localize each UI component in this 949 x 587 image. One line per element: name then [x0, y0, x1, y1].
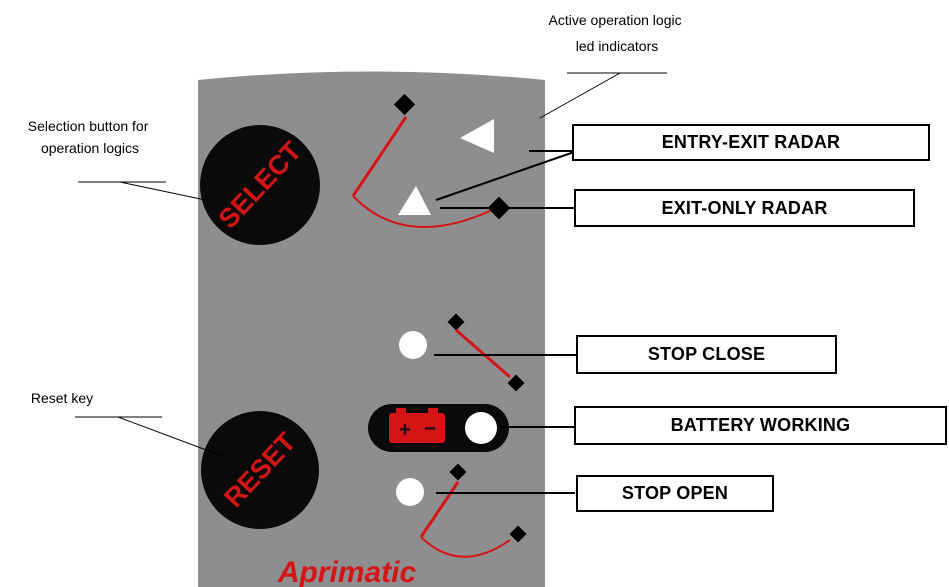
led-indicators-annotation: Active operation logic led indicators [549, 12, 686, 54]
exit-only-radar-label: EXIT-ONLY RADAR [574, 189, 915, 227]
battery-led [465, 412, 497, 444]
battery-working-label: BATTERY WORKING [574, 406, 947, 445]
label-connectors [434, 150, 578, 494]
exit-only-led [398, 186, 431, 215]
stop-close-icon [447, 313, 525, 392]
stop-open-led [396, 478, 424, 506]
brand-logo: Aprimatic [277, 556, 417, 587]
stop-open-icon [419, 463, 527, 558]
reset-button[interactable]: RESET [201, 411, 319, 529]
battery-indicator: + − [368, 404, 509, 452]
stop-close-label: STOP CLOSE [576, 335, 837, 374]
entry-exit-led [460, 119, 494, 153]
battery-plus: + [399, 419, 411, 441]
selection-button-annotation: Selection button for operation logics [28, 118, 153, 156]
select-button[interactable]: SELECT [200, 125, 320, 245]
entry-exit-radar-label: ENTRY-EXIT RADAR [572, 124, 930, 161]
stop-open-label: STOP OPEN [576, 475, 774, 512]
battery-minus: − [424, 418, 436, 440]
callout-lines [75, 72, 667, 458]
stop-close-led [399, 331, 427, 359]
reset-key-annotation: Reset key [31, 390, 93, 406]
